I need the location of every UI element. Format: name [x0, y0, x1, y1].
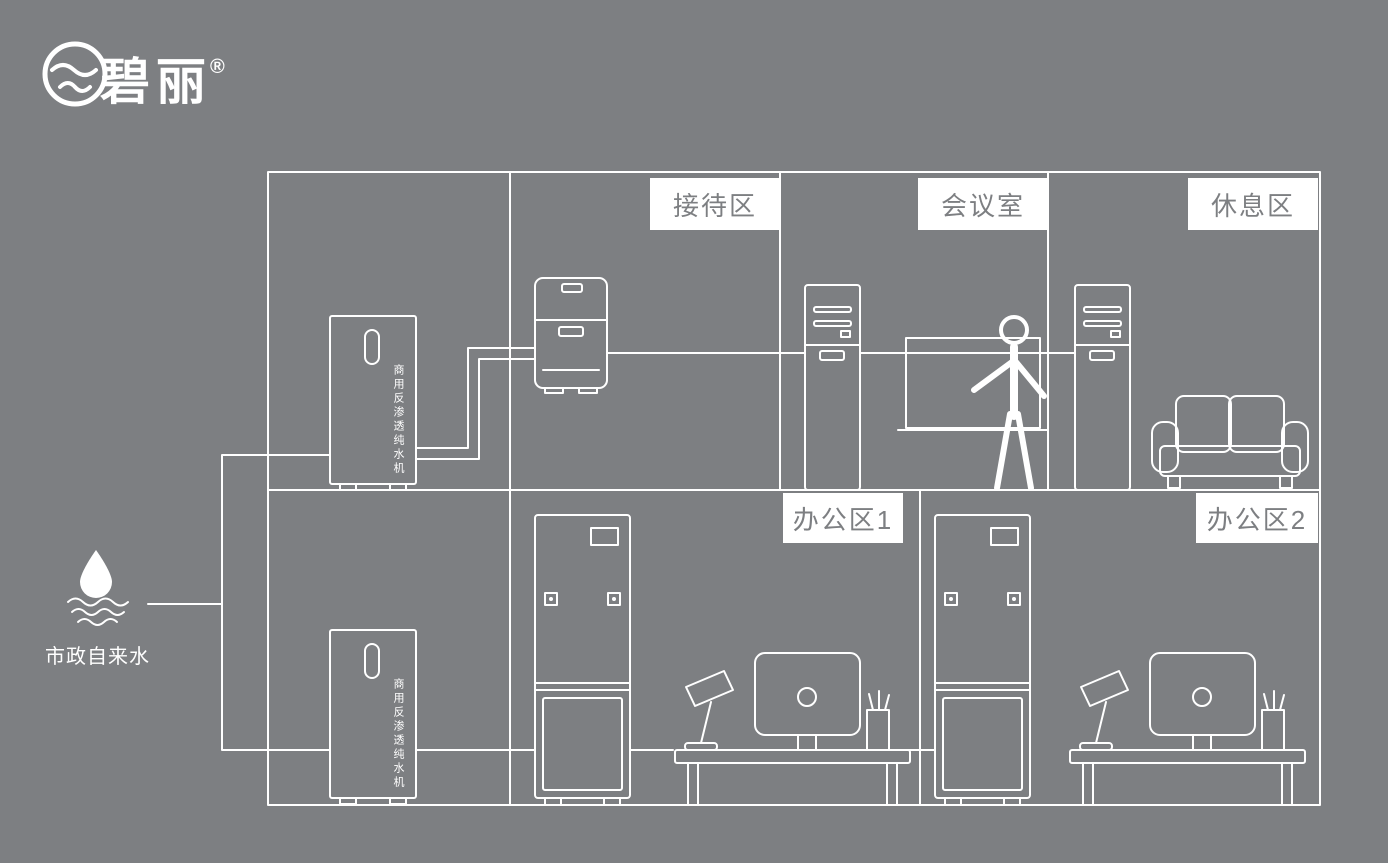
sofa: [1151, 395, 1309, 489]
pipe-top-run-a: [415, 347, 536, 449]
dispenser-rest: [1074, 284, 1131, 491]
label-meeting-room: 会议室: [918, 178, 1048, 230]
dispenser-office1: [534, 514, 631, 806]
municipal-water-label: 市政自来水: [45, 646, 150, 668]
label-office-area-2: 办公区2: [1196, 493, 1318, 543]
desk-office2: [1069, 652, 1306, 806]
water-waves-icon: [67, 597, 129, 626]
dispenser-meeting: [804, 284, 861, 491]
brand-name: 碧丽: [100, 54, 212, 110]
label-rest-area: 休息区: [1188, 178, 1318, 230]
pipe-top-run-b: [415, 358, 536, 460]
registered-mark: ®: [210, 56, 225, 78]
dispenser-office2: [934, 514, 1031, 806]
water-pipes: [147, 347, 1076, 751]
whiteboard: [897, 337, 1049, 431]
water-drop-icon: [80, 550, 112, 598]
brand-wordmark: 碧丽®: [100, 42, 225, 114]
pipe-trunk: [221, 454, 331, 751]
label-office-area-1: 办公区1: [783, 493, 903, 543]
building-structure: [267, 171, 1321, 806]
ro-machine-lower-label: 商用反渗透纯水机: [392, 678, 404, 790]
ro-machine-upper-label: 商用反渗透纯水机: [392, 364, 404, 476]
desk-office1: [674, 652, 911, 806]
building-outline: [267, 171, 1321, 806]
water-source-icon: [67, 550, 129, 626]
countertop-purifier: [534, 277, 608, 394]
brand-logo-icon: [42, 41, 108, 107]
label-reception: 接待区: [650, 178, 780, 230]
presenter-figure: [971, 315, 1047, 491]
